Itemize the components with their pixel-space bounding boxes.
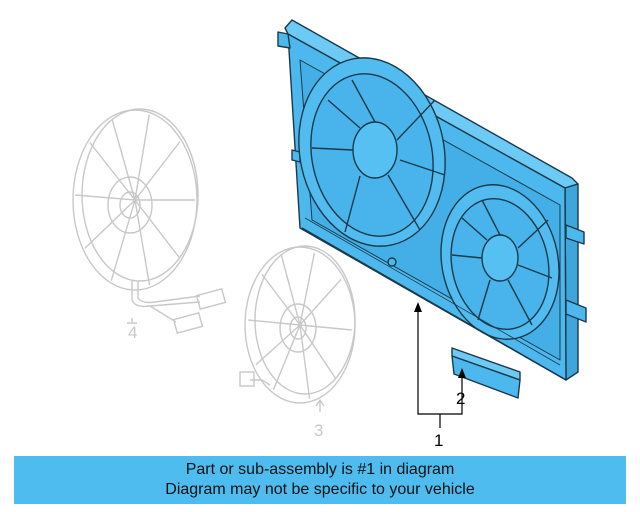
info-banner: Part or sub-assembly is #1 in diagram Di… (14, 456, 626, 504)
arrowhead-1 (414, 302, 422, 312)
callout-leaders (417, 305, 463, 428)
callout-2: 2 (456, 389, 465, 408)
bracket-2-icon[interactable] (451, 347, 521, 399)
fan-assembly-4-icon[interactable] (72, 108, 227, 334)
arrowhead-2 (458, 368, 466, 378)
callout-3: 3 (314, 421, 323, 440)
parts-diagram: 4 3 (72, 19, 587, 450)
callout-1: 1 (434, 431, 443, 450)
shroud-1-icon[interactable] (277, 19, 587, 381)
fan-assembly-3-icon[interactable] (239, 245, 356, 412)
callout-4: 4 (128, 323, 137, 342)
banner-line-2: Diagram may not be specific to your vehi… (165, 481, 475, 498)
banner-line-1: Part or sub-assembly is #1 in diagram (185, 461, 455, 478)
